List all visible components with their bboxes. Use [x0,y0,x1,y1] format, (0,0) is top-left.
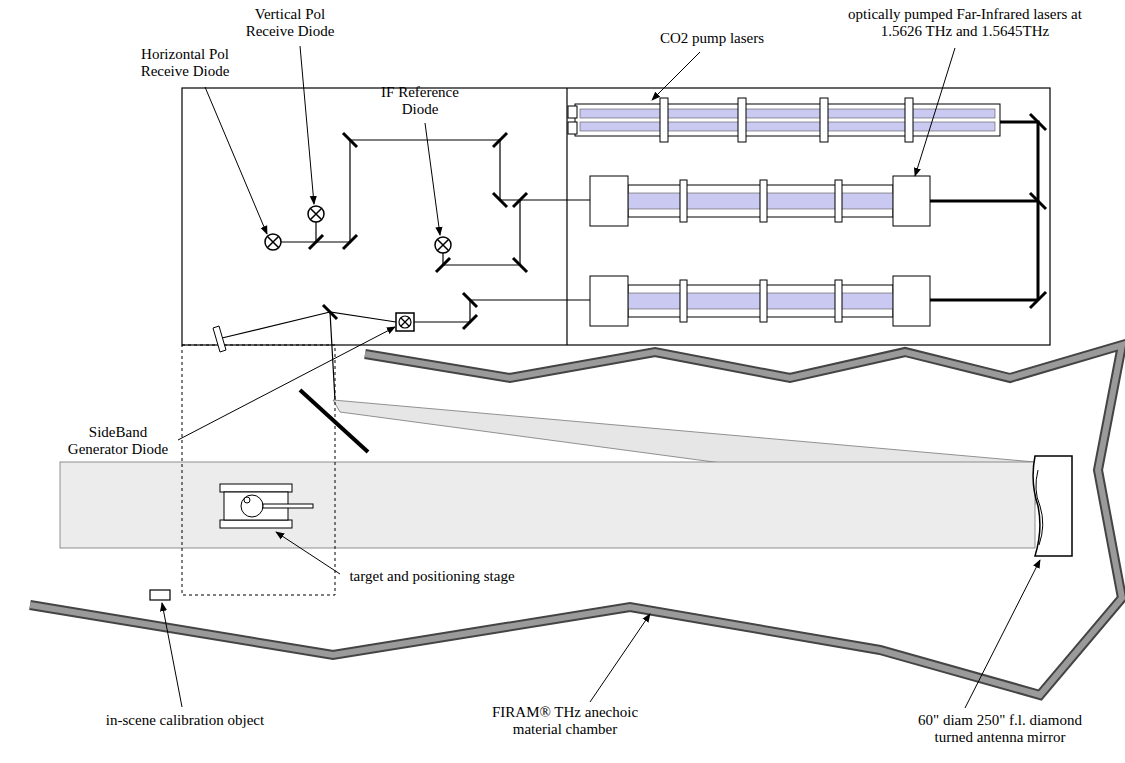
tank-turret [241,495,263,517]
lo-path [315,222,316,242]
target-tank [220,484,313,528]
mirror [463,293,477,307]
antenna-mirror [1033,456,1072,556]
laser-cap [568,122,577,134]
fir-laser [590,276,930,326]
tilted-plate [213,326,226,352]
calibration-object [150,590,170,600]
diode-cross [311,209,322,220]
laser-ring [905,98,913,142]
laser-cap [568,106,577,118]
callout-label: target and positioning stage [349,568,514,585]
chamber-wall-fill [30,345,1122,695]
mirror [463,315,477,329]
collimated-beam [60,462,1035,548]
dashed-region [182,345,335,595]
leader-line [162,603,182,707]
leader-lines [162,46,1040,708]
sideband-path [414,300,590,322]
callout-label: SideBand Generator Diode [63,424,173,459]
optical-path [222,140,590,400]
laser-head [893,176,930,226]
mirror-surface [1036,470,1043,545]
transmit-path [222,312,330,338]
leader-line [205,87,267,234]
leader-line [276,532,340,574]
chamber-wall [30,345,1122,695]
if-path [443,200,520,265]
leader-line [590,614,650,702]
leader-line [915,48,955,176]
laser-ring [680,280,687,322]
mirrors [309,133,527,329]
leader-line [652,52,700,100]
laser-ring [760,280,767,322]
laser-head [590,276,628,326]
mirror [493,193,507,207]
pump-path [930,299,1038,302]
laser-ring [760,180,767,222]
laser-ring [835,180,842,222]
laser-bore [580,109,995,118]
callout-label: in-scene calibration object [106,712,264,729]
diode-symbol [308,206,324,222]
table-divider [566,88,567,345]
diode-cross [268,237,279,248]
mirror [1030,193,1046,209]
fold-mirror [300,390,368,452]
laser-ring [835,280,842,322]
callout-label: CO2 pump lasers [660,30,764,47]
lo-path [281,140,590,242]
beam-splitter [343,235,357,249]
diode-symbol [399,316,411,328]
laser-head [893,276,930,326]
leader-line [178,327,395,440]
leader-line [965,560,1040,708]
mirror [513,258,527,272]
pump-path [930,200,1038,203]
laser-ring [680,180,687,222]
leader-line [425,123,440,235]
laser-head [590,176,628,226]
callout-label: FIRAM® THz anechoic material chamber [491,704,639,739]
mirror [1030,114,1046,130]
optical-table [182,88,1050,345]
pump-path [1000,122,1038,300]
diode-cross [401,318,409,326]
pump-beam [930,114,1046,308]
co2-laser [568,98,1000,142]
diode-symbol [435,237,451,253]
beam-splitter [309,235,323,249]
callout-label: 60" diam 250" f.l. diamond turned antenn… [906,712,1094,747]
sideband-box [396,313,414,331]
mirror [1030,292,1046,308]
laser-ring [738,98,746,142]
callout-label: optically pumped Far-Infrared lasers at … [847,6,1083,41]
laser-bore [580,122,995,131]
tank-track [220,520,292,528]
tank-barrel [263,504,313,508]
chamber-wall-outline [30,345,1122,695]
tank-hatch [244,497,250,503]
leader-line [300,46,314,204]
laser-ring [820,98,828,142]
diodes [265,206,451,331]
mirror [436,258,450,272]
beam-splitter [513,193,527,207]
tank-track [220,484,292,492]
diode-cross [438,240,449,251]
mirror [323,305,337,319]
mirror [343,133,357,147]
laser-ring [660,98,668,142]
callout-label: Horizontal Pol Receive Diode [133,46,237,81]
fir-laser [590,176,930,226]
callout-label: Vertical Pol Receive Diode [238,6,342,41]
mirror [493,133,507,147]
callout-label: IF Reference Diode [374,84,466,119]
diode-symbol [265,234,281,250]
